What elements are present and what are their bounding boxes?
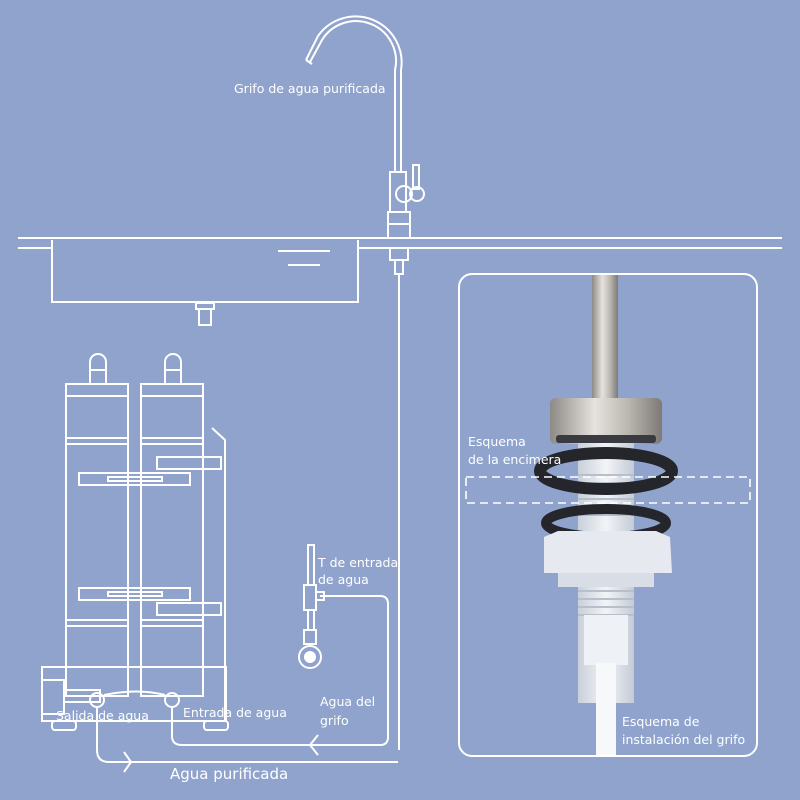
install-label-line2: instalación del grifo: [622, 732, 746, 747]
tap-water-label-line2: grifo: [320, 713, 349, 728]
tap-water-label-line1: Agua del: [320, 694, 376, 709]
tee-fitting-icon: [298, 544, 325, 669]
countertop: [18, 237, 782, 249]
faucet-install-detail-panel: Esquema de la encimera Esquema de instal…: [458, 273, 758, 757]
inlet-label: Entrada de agua: [183, 705, 287, 720]
outlet-label: Salida de agua: [56, 708, 149, 723]
faucet-label: Grifo de agua purificada: [234, 81, 386, 96]
sink-icon: [51, 240, 359, 326]
countertop-label-line2: de la encimera: [468, 452, 562, 467]
tee-label-line1: T de entrada: [318, 555, 399, 570]
purified-water-label: Agua purificada: [170, 765, 289, 783]
water-lines: [96, 595, 398, 773]
faucet-icon: [305, 15, 425, 750]
install-label-line1: Esquema de: [622, 714, 700, 729]
countertop-label-line1: Esquema: [468, 434, 526, 449]
faucet-mount-photo: [465, 275, 751, 755]
filter-unit-icon: [41, 353, 229, 731]
tee-label-line2: de agua: [318, 572, 369, 587]
